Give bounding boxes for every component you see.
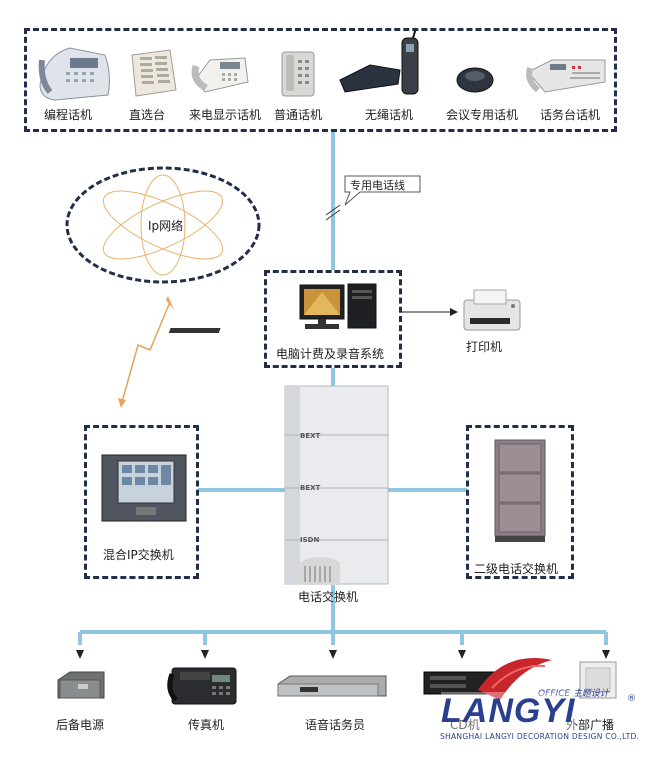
direct-select-console-icon <box>131 49 177 97</box>
pbx-isdn: ISDN <box>300 536 320 544</box>
operator-console-icon <box>526 59 606 93</box>
fax-icon <box>167 667 237 705</box>
printer-arrow <box>402 308 458 316</box>
logo-mark <box>478 658 552 700</box>
top-devices-box <box>24 28 617 132</box>
direct-select-label: 直选台 <box>129 108 166 122</box>
logo-brand-text: LANGYI <box>441 692 576 731</box>
hybrid-ip-switch-icon <box>101 454 187 522</box>
printer-label: 打印机 <box>466 340 503 354</box>
operator-phone-label: 话务台话机 <box>540 108 601 122</box>
ip-link-arrow <box>121 301 171 403</box>
ordinary-phone-label: 普通话机 <box>274 108 323 122</box>
pbx-brand-1: BEXT <box>300 432 321 440</box>
secondary-switch-icon <box>494 439 546 542</box>
voice-operator-label: 语音话务员 <box>305 718 366 732</box>
programming-phone-icon <box>38 47 110 101</box>
line-break-marks <box>325 204 341 221</box>
pbx-brand-2: BEXT <box>300 484 321 492</box>
billing-system-label: 电脑计费及录音系统 <box>276 347 385 361</box>
ip-network-cloud <box>65 166 261 284</box>
hybrid-ip-switch-box <box>84 425 199 579</box>
external-label: 外部广播 <box>566 718 615 732</box>
conference-phone-icon <box>456 67 494 93</box>
ordinary-phone-icon <box>281 51 315 97</box>
dedicated-line-label: 专用电话线 <box>350 179 405 192</box>
caller-id-phone-label: 来电显示话机 <box>189 108 262 122</box>
secondary-switch-box <box>466 425 574 579</box>
computer-icon <box>168 283 377 333</box>
secondary-switch-label: 二级电话交换机 <box>474 562 559 576</box>
ups-icon <box>57 671 105 699</box>
logo-company-text: SHANGHAI LANGYI DECORATION DESIGN CO.,LT… <box>440 732 640 741</box>
billing-system-box <box>264 270 402 368</box>
speaker-icon <box>579 661 617 699</box>
logo-office-text: OFFICE 主题设计 <box>538 689 609 699</box>
cordless-phone-label: 无绳话机 <box>365 108 414 122</box>
connection-lines <box>78 130 608 645</box>
caller-id-phone-icon <box>191 57 249 93</box>
cd-player-icon <box>423 671 497 695</box>
backup-power-label: 后备电源 <box>56 718 105 732</box>
pbx-cabinet-icon <box>284 385 389 585</box>
hybrid-ip-switch-label: 混合IP交换机 <box>103 548 174 562</box>
programming-phone-label: 编程话机 <box>44 108 93 122</box>
drop-arrows <box>76 650 610 659</box>
pbx-label: 电话交换机 <box>298 590 359 604</box>
conference-phone-label: 会议专用话机 <box>446 108 519 122</box>
fax-label: 传真机 <box>188 718 225 732</box>
ip-link-arrowhead-bottom <box>118 398 126 408</box>
printer-icon <box>463 289 521 331</box>
cd-label: CD机 <box>450 718 480 732</box>
dedicated-line-callout <box>344 175 421 206</box>
logo-registered-mark: ® <box>627 694 636 704</box>
ip-network-label: Ip网络 <box>148 219 184 233</box>
cordless-phone-icon <box>339 27 419 95</box>
voice-operator-icon <box>277 675 387 697</box>
ip-link-arrowhead-top <box>166 296 174 310</box>
